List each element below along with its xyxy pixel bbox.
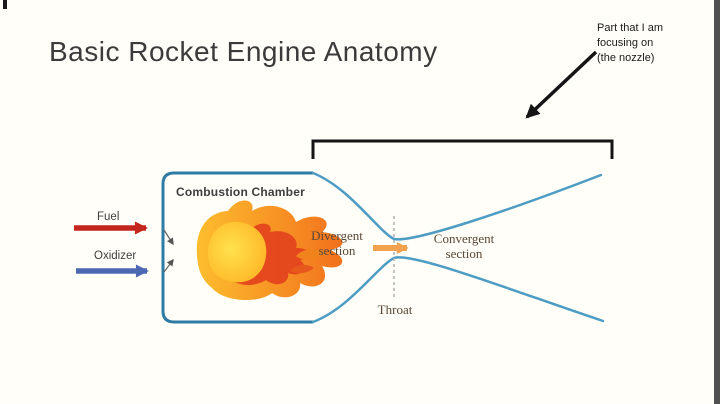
divergent-section-label: Divergent section — [303, 228, 371, 258]
flame-spark-1 — [296, 248, 326, 260]
annotation-line-2: focusing on — [597, 37, 654, 49]
oxidizer-label: Oxidizer — [94, 250, 137, 262]
annotation-line-3: (the nozzle) — [597, 52, 655, 64]
convergent-line-2: section — [445, 245, 483, 261]
fuel-label: Fuel — [97, 211, 120, 223]
flame-icon — [196, 200, 343, 301]
top-left-artifact — [3, 0, 7, 9]
right-edge-bar — [714, 0, 720, 404]
flame-spark-2 — [290, 264, 314, 274]
nozzle-bottom-contour — [311, 256, 605, 324]
divergent-line-1: Divergent — [311, 228, 363, 243]
nozzle-bracket — [311, 139, 614, 159]
convergent-section-label: Convergent section — [426, 231, 502, 261]
oxidizer-feed-line — [163, 258, 174, 273]
fuel-feed-line — [163, 229, 174, 246]
annotation-text: Part that I am focusing on (the nozzle) — [597, 21, 663, 66]
combustion-chamber-label: Combustion Chamber — [176, 185, 305, 199]
convergent-line-1: Convergent — [433, 231, 495, 246]
flame-core — [208, 221, 267, 283]
annotation-line-1: Part that I am — [597, 22, 664, 34]
nozzle-top-contour — [311, 171, 603, 241]
divergent-line-2: section — [318, 242, 356, 258]
combustion-chamber-outline — [161, 171, 313, 324]
annotation-arrow — [525, 50, 598, 119]
throat-label: Throat — [377, 302, 413, 317]
slide-title: Basic Rocket Engine Anatomy — [49, 36, 438, 67]
